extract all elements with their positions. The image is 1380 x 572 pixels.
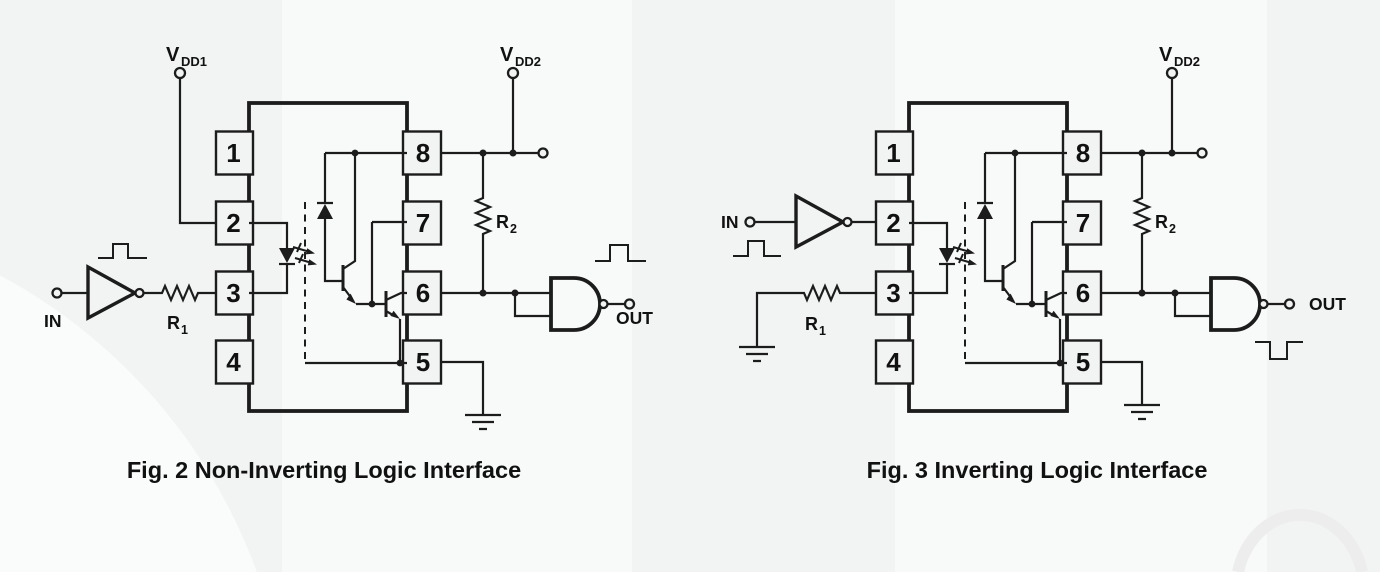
r2-label: R <box>1155 212 1168 232</box>
input-network: IN <box>721 193 876 257</box>
r2-label-sub: 2 <box>1169 222 1176 236</box>
vdd2-label: V <box>1159 44 1173 66</box>
r1-ground-network: R 1 <box>737 283 876 363</box>
resistor-r1-icon <box>143 283 216 303</box>
vdd2-terminal-icon <box>1165 66 1179 80</box>
figure-2-non-inverting: 1 2 3 4 8 7 6 5 V DD1 IN R 1 <box>44 44 653 483</box>
out-label: OUT <box>616 308 653 328</box>
supply-network: V DD2 R 2 <box>441 44 549 293</box>
in-terminal-icon <box>744 216 756 228</box>
r2-label: R <box>496 212 509 232</box>
figure-2-caption: Fig. 2 Non-Inverting Logic Interface <box>127 457 521 483</box>
junction-dot <box>1138 289 1146 297</box>
inverter-bubble-icon <box>842 216 853 228</box>
inverter-bubble-icon <box>134 287 145 299</box>
vdd2-rail-terminal-icon <box>537 147 549 159</box>
vdd2-label-sub: DD2 <box>1174 54 1200 69</box>
pin-number-1: 1 <box>226 138 240 168</box>
in-terminal-icon <box>51 287 63 299</box>
vdd2-rail-terminal-icon <box>1196 147 1208 159</box>
nand-bubble-icon <box>598 298 609 310</box>
pin-number-7: 7 <box>416 208 430 238</box>
resistor-r2-icon <box>473 153 493 293</box>
pin-number-4: 4 <box>886 347 901 377</box>
vdd2-label-sub: DD2 <box>515 54 541 69</box>
output-inverted-pulse-waveform-icon <box>1255 341 1303 360</box>
pin-number-3: 3 <box>226 278 240 308</box>
resistor-r1-icon <box>755 283 876 347</box>
input-network: IN R 1 <box>44 243 216 337</box>
output-pulse-waveform-icon <box>595 244 646 262</box>
vdd2-terminal-icon <box>506 66 520 80</box>
vdd2-label: V <box>500 44 514 66</box>
output-network: OUT <box>1101 276 1346 360</box>
pin-number-8: 8 <box>416 138 430 168</box>
inverter-gate-icon <box>86 264 139 321</box>
junction-dot <box>479 289 487 297</box>
pin-number-7: 7 <box>1076 208 1090 238</box>
figure-3-inverting: 1 2 3 4 8 7 6 5 IN R 1 <box>721 44 1346 483</box>
pin-number-3: 3 <box>886 278 900 308</box>
pin-number-5: 5 <box>416 347 430 377</box>
nand-bubble-icon <box>1258 298 1269 310</box>
inverter-gate-icon <box>794 193 847 250</box>
output-network: OUT <box>441 244 653 332</box>
input-pulse-waveform-icon <box>98 243 147 259</box>
pin-number-5: 5 <box>1076 347 1090 377</box>
pin-number-2: 2 <box>226 208 240 238</box>
pin-number-6: 6 <box>416 278 430 308</box>
input-pulse-waveform-icon <box>733 240 781 257</box>
r1-label-sub: 1 <box>181 323 188 337</box>
r1-label-sub: 1 <box>819 324 826 338</box>
vdd1-label: V <box>166 44 180 66</box>
vdd1-terminal-icon <box>173 66 187 80</box>
out-terminal-icon <box>623 298 636 310</box>
pin-number-4: 4 <box>226 347 241 377</box>
supply-network: V DD2 R 2 <box>1101 44 1208 293</box>
out-label: OUT <box>1309 294 1346 314</box>
pin-number-2: 2 <box>886 208 900 238</box>
in-label: IN <box>721 212 739 232</box>
r1-label: R <box>167 313 180 333</box>
figure-3-caption: Fig. 3 Inverting Logic Interface <box>867 457 1208 483</box>
in-label: IN <box>44 311 62 331</box>
pin-number-1: 1 <box>886 138 900 168</box>
vdd1-supply: V DD1 <box>166 44 216 225</box>
ground-network <box>1101 360 1162 421</box>
ground-icon <box>737 345 777 363</box>
vdd1-label-sub: DD1 <box>181 54 207 69</box>
r1-label: R <box>805 314 818 334</box>
pin-number-8: 8 <box>1076 138 1090 168</box>
r2-label-sub: 2 <box>510 222 517 236</box>
pin-number-6: 6 <box>1076 278 1090 308</box>
ground-network <box>441 360 503 431</box>
resistor-r2-icon <box>1132 153 1152 293</box>
out-terminal-icon <box>1283 298 1296 310</box>
